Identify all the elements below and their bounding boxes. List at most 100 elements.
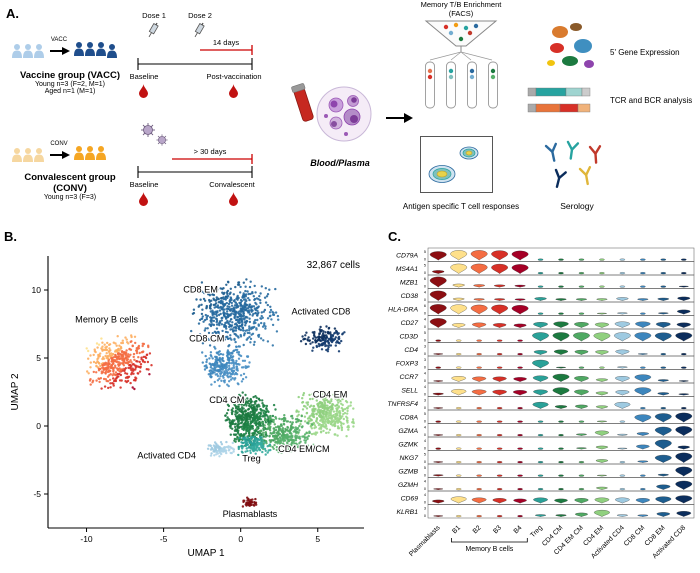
violin-shape: [429, 318, 447, 328]
umap-point: [229, 397, 232, 400]
umap-point: [244, 329, 247, 332]
violin-shape: [558, 285, 564, 288]
umap-point: [129, 381, 132, 385]
timeline-axis: [137, 166, 253, 178]
umap-point: [286, 426, 290, 429]
row-ymin-label: 0: [424, 312, 426, 316]
umap-point: [209, 310, 212, 313]
umap-point: [338, 342, 341, 345]
umap-point: [264, 411, 268, 414]
umap-point: [281, 427, 285, 430]
umap-point: [243, 332, 246, 336]
umap-point: [209, 448, 213, 451]
row-ymax-label: 5: [424, 263, 426, 267]
umap-point: [109, 365, 113, 368]
violin-shape: [514, 284, 526, 288]
umap-point: [279, 436, 282, 439]
umap-cluster-label: Memory B cells: [75, 315, 138, 325]
umap-point: [218, 450, 222, 453]
umap-point: [236, 351, 239, 354]
umap-point: [127, 366, 130, 370]
umap-point: [223, 314, 226, 317]
umap-point: [239, 333, 242, 337]
umap-point: [259, 423, 262, 426]
tube-icon: [467, 61, 477, 109]
umap-point: [242, 307, 246, 310]
umap-point: [255, 404, 258, 408]
umap-point: [105, 345, 109, 348]
umap-point: [245, 419, 248, 422]
umap-point: [127, 375, 131, 378]
umap-point: [263, 308, 267, 312]
panel-b-label: B.: [4, 229, 17, 244]
umap-point: [236, 315, 239, 319]
umap-point: [133, 387, 136, 391]
umap-point: [236, 416, 239, 420]
umap-point: [232, 402, 236, 406]
violin-shape: [491, 304, 508, 315]
umap-point: [321, 415, 324, 419]
umap-point: [264, 301, 268, 304]
umap-point: [246, 331, 249, 335]
violin-shape: [595, 391, 609, 396]
umap-point: [108, 362, 111, 366]
umap-point: [259, 412, 262, 415]
violin-shape: [675, 495, 693, 504]
umap-point: [251, 498, 254, 501]
umap-point: [239, 422, 243, 425]
umap-point: [147, 368, 150, 371]
umap-point: [215, 313, 218, 316]
umap-point: [324, 331, 327, 334]
umap-point: [211, 332, 214, 335]
umap-point: [255, 303, 258, 306]
umap-point: [213, 306, 216, 309]
violin-shape: [576, 433, 587, 436]
umap-point: [114, 366, 117, 369]
umap-point: [255, 396, 258, 399]
violin-shape: [450, 496, 467, 504]
umap-point: [333, 327, 337, 330]
umap-point: [244, 305, 247, 308]
umap-cluster-memory-b-cells: [85, 334, 153, 391]
umap-point: [284, 428, 288, 431]
umap-point: [240, 324, 244, 327]
umap-point: [237, 351, 241, 354]
umap-point: [244, 409, 247, 413]
umap-point: [252, 295, 255, 298]
umap-point: [261, 325, 265, 328]
violin-shape: [471, 497, 487, 504]
umap-point: [216, 374, 220, 378]
umap-point: [248, 303, 252, 306]
umap-point: [225, 364, 228, 367]
mini-umap-icon: [547, 23, 594, 68]
umap-point: [208, 306, 212, 310]
violin-shape: [681, 353, 687, 356]
umap-point: [208, 323, 211, 326]
violin-shape: [656, 322, 671, 328]
umap-point: [203, 291, 206, 295]
umap-point: [213, 454, 216, 457]
umap-point: [253, 340, 256, 344]
umap-cluster-plasmablasts: [241, 496, 258, 508]
violin-shape: [517, 461, 523, 464]
violin-shape: [578, 312, 585, 315]
umap-point: [253, 432, 256, 435]
umap-point: [201, 342, 205, 345]
umap-point: [136, 360, 139, 363]
umap-cluster-label: CD4 EM: [313, 389, 348, 399]
umap-point: [256, 309, 259, 312]
umap-point: [243, 402, 246, 405]
row-ymax-label: 4: [424, 317, 426, 321]
gene-label: TNFRSF4: [387, 401, 418, 408]
row-ymin-label: 0: [424, 393, 426, 397]
row-ymin-label: 0: [424, 474, 426, 478]
umap-point: [116, 335, 119, 338]
umap-point: [237, 447, 240, 451]
umap-point: [249, 280, 252, 283]
umap-point: [274, 415, 277, 419]
umap-point: [210, 299, 213, 302]
umap-point: [228, 448, 231, 451]
umap-point: [254, 452, 257, 455]
umap-point: [251, 427, 254, 430]
umap-point: [317, 423, 321, 427]
